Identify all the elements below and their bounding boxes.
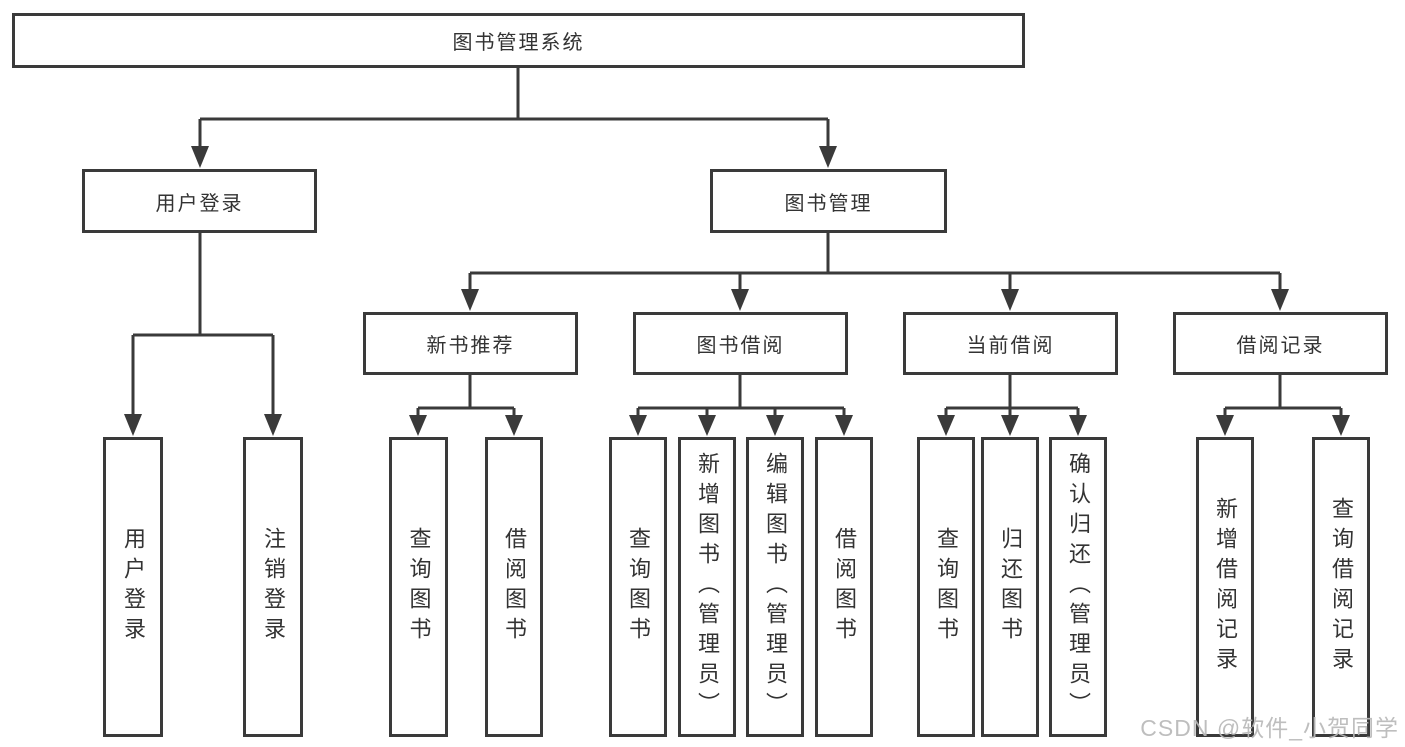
leaf-borrow-add-books-admin: 新增图书（管理员） bbox=[678, 437, 736, 737]
node-book-borrowing: 图书借阅 bbox=[633, 312, 848, 375]
node-current-borrowing: 当前借阅 bbox=[903, 312, 1118, 375]
leaf-current-query-books: 查询图书 bbox=[917, 437, 975, 737]
node-label: 用户登录 bbox=[121, 527, 146, 647]
node-label: 注销登录 bbox=[261, 527, 286, 647]
leaf-borrow-edit-books-admin: 编辑图书（管理员） bbox=[746, 437, 804, 737]
node-label: 图书管理系统 bbox=[452, 32, 585, 54]
node-label: 借阅图书 bbox=[502, 527, 527, 647]
leaf-records-query-borrow-record: 查询借阅记录 bbox=[1312, 437, 1370, 737]
node-label: 新增借阅记录 bbox=[1213, 497, 1238, 677]
node-label: 新书推荐 bbox=[426, 335, 515, 357]
node-label: 图书借阅 bbox=[696, 335, 785, 357]
node-label: 当前借阅 bbox=[966, 335, 1055, 357]
node-label: 编辑图书（管理员） bbox=[763, 452, 788, 722]
node-new-book-recommendation: 新书推荐 bbox=[363, 312, 578, 375]
watermark: CSDN @软件_小贺同学 bbox=[1140, 715, 1399, 741]
node-label: 借阅记录 bbox=[1236, 335, 1325, 357]
leaf-records-add-borrow-record: 新增借阅记录 bbox=[1196, 437, 1254, 737]
node-user-login: 用户登录 bbox=[82, 169, 317, 233]
leaf-current-return-books: 归还图书 bbox=[981, 437, 1039, 737]
leaf-logout-login: 注销登录 bbox=[243, 437, 303, 737]
node-label: 归还图书 bbox=[998, 527, 1023, 647]
node-label: 查询借阅记录 bbox=[1329, 497, 1354, 677]
leaf-user-login: 用户登录 bbox=[103, 437, 163, 737]
leaf-newbook-borrow-books: 借阅图书 bbox=[485, 437, 543, 737]
node-label: 用户登录 bbox=[155, 192, 244, 215]
node-label: 查询图书 bbox=[626, 527, 651, 647]
node-label: 借阅图书 bbox=[832, 527, 857, 647]
node-root: 图书管理系统 bbox=[12, 13, 1025, 68]
node-label: 图书管理 bbox=[784, 192, 873, 215]
leaf-borrow-borrow-books: 借阅图书 bbox=[815, 437, 873, 737]
node-borrowing-records: 借阅记录 bbox=[1173, 312, 1388, 375]
node-label: 查询图书 bbox=[934, 527, 959, 647]
node-book-management: 图书管理 bbox=[710, 169, 947, 233]
node-label: 新增图书（管理员） bbox=[695, 452, 720, 722]
node-label: 确认归还（管理员） bbox=[1066, 452, 1091, 722]
leaf-borrow-query-books: 查询图书 bbox=[609, 437, 667, 737]
node-label: 查询图书 bbox=[406, 527, 432, 647]
leaf-newbook-query-books: 查询图书 bbox=[389, 437, 448, 737]
leaf-current-confirm-return-admin: 确认归还（管理员） bbox=[1049, 437, 1107, 737]
